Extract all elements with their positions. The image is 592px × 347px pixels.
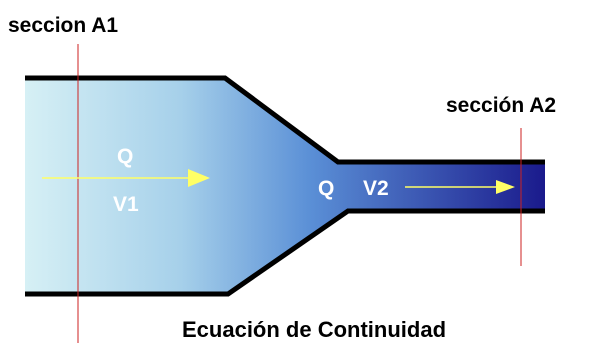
- arrow-head-left: [188, 169, 210, 187]
- velocity-label-right: V2: [363, 177, 389, 200]
- pipe-wall-bottom: [25, 208, 545, 297]
- section-a1-label: seccion A1: [8, 14, 118, 37]
- velocity-label-left: V1: [113, 193, 139, 216]
- pipe-wall-top: [25, 75, 545, 165]
- arrow-head-right: [496, 180, 515, 194]
- diagram-caption: Ecuación de Continuidad: [182, 317, 446, 342]
- flow-label-left: Q: [117, 145, 133, 168]
- fluid-body: [25, 78, 545, 294]
- section-a2-label: sección A2: [446, 94, 556, 117]
- flow-label-right: Q: [318, 177, 334, 200]
